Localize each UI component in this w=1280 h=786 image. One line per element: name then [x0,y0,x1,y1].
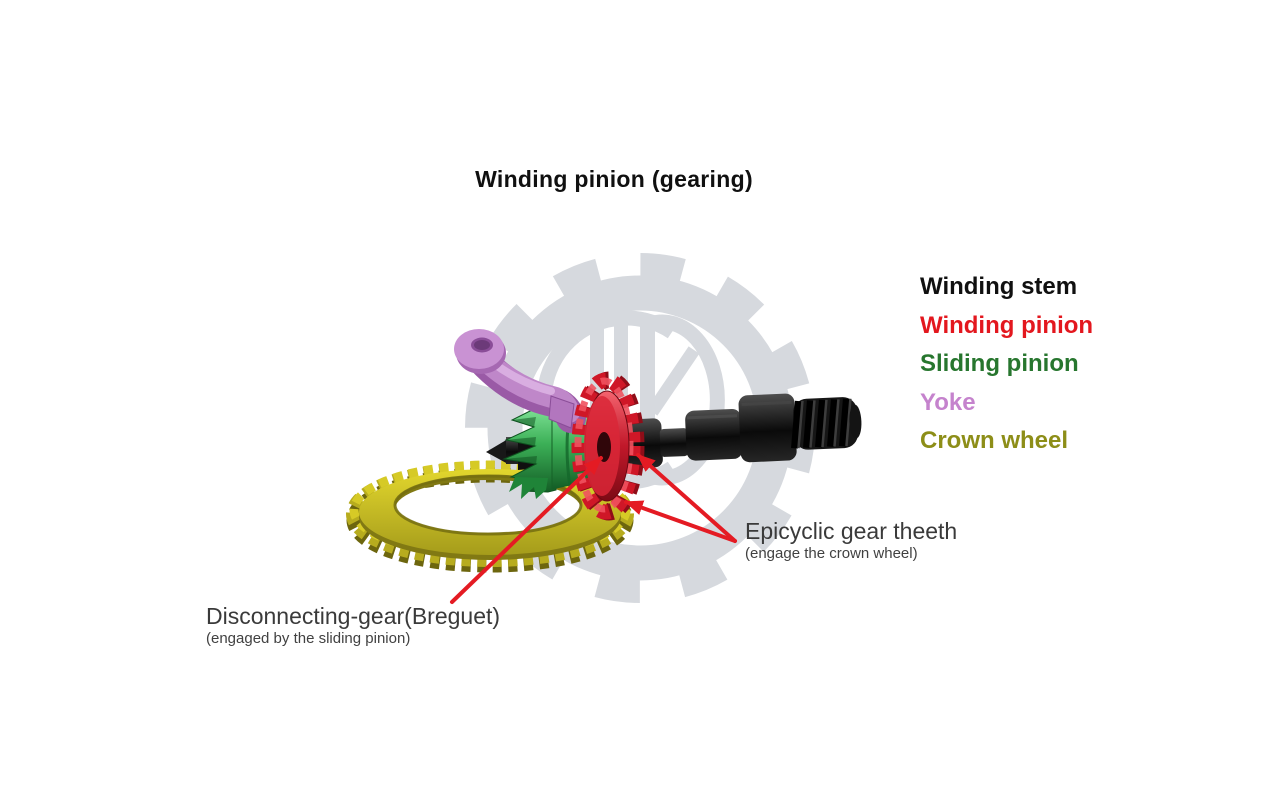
legend-item-winding-stem: Winding stem [920,273,1078,300]
arrow-to-epicyclic-upper [636,453,737,543]
legend-item-winding-pinion: Winding pinion [920,311,1094,339]
annotation-arrows [450,453,737,604]
arrow-to-breguet-teeth [450,456,603,604]
page-title: Winding pinion (gearing) [475,166,753,192]
legend-item-yoke: Yoke [920,388,976,416]
callout-epicyclic-sublabel: (engage the crown wheel) [745,545,918,562]
callout-disconnecting-gear: Disconnecting-gear(Breguet) (engaged by … [206,603,500,648]
arrow-to-epicyclic-lower [624,500,737,543]
winding-pinion-graphic [571,371,645,521]
winding-stem-graphic [617,393,862,469]
legend: Winding stem Winding pinion Sliding pini… [920,268,1093,461]
callout-disconnecting-label: Disconnecting-gear(Breguet) [206,603,501,629]
callout-disconnecting-sublabel: (engaged by the sliding pinion) [206,630,411,647]
legend-item-crown-wheel: Crown wheel [920,427,1069,454]
legend-item-sliding-pinion: Sliding pinion [920,350,1079,377]
callout-epicyclic-gear-teeth: Epicyclic gear theeth (engage the crown … [745,518,957,563]
callout-epicyclic-label: Epicyclic gear theeth [745,518,958,544]
yoke-graphic [454,329,586,433]
